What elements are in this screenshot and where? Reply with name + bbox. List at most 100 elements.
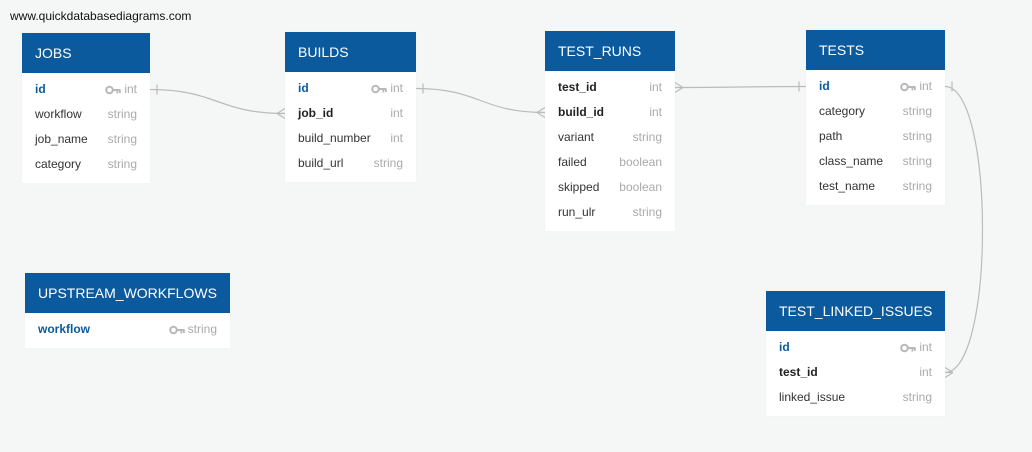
field-meta: string <box>108 102 137 127</box>
field-type: boolean <box>619 180 662 194</box>
field-type: string <box>902 179 932 193</box>
field-type: int <box>390 81 403 95</box>
field-name: workflow <box>38 322 91 336</box>
site-url[interactable]: www.quickdatabasediagrams.com <box>10 9 192 23</box>
field-meta: string <box>903 124 932 149</box>
field-row-test-name[interactable]: test_name string <box>806 174 945 199</box>
field-name: linked_issue <box>779 390 846 404</box>
field-name: workflow <box>35 107 82 121</box>
relationship-link-tests-test-linked-issues-many-marker <box>944 366 954 379</box>
field-row-skipped[interactable]: skipped boolean <box>545 175 675 200</box>
primary-key-icon <box>105 85 122 95</box>
primary-key-icon <box>371 84 388 94</box>
field-meta: int <box>919 360 932 385</box>
field-name: test_name <box>819 179 876 193</box>
field-meta: string <box>374 151 403 176</box>
relationship-link-jobs-builds <box>149 88 286 115</box>
field-meta: string <box>633 125 662 150</box>
relationship-link-builds-test-runs <box>415 87 546 114</box>
field-meta: int <box>649 100 662 125</box>
entity-title[interactable]: TEST_LINKED_ISSUES <box>766 291 945 331</box>
field-name: path <box>819 129 843 143</box>
field-type: string <box>107 157 137 171</box>
field-type: string <box>107 107 137 121</box>
field-row-workflow[interactable]: workflow string <box>22 102 150 127</box>
field-meta: int <box>105 77 137 102</box>
field-meta: string <box>903 99 932 124</box>
primary-key-icon <box>168 325 185 335</box>
field-meta: int <box>390 101 403 126</box>
entity-title[interactable]: TEST_RUNS <box>545 31 675 71</box>
field-name: failed <box>558 155 587 169</box>
field-type: int <box>649 80 662 94</box>
entity-title[interactable]: JOBS <box>22 33 150 73</box>
field-meta: int <box>900 74 932 99</box>
relationship-link-builds-test-runs-many-marker <box>536 106 546 119</box>
field-type: int <box>390 131 403 145</box>
field-row-linked-issue[interactable]: linked_issue string <box>766 385 945 410</box>
field-type: int <box>919 365 932 379</box>
field-type: string <box>107 132 137 146</box>
field-meta: int <box>390 126 403 151</box>
field-row-category[interactable]: category string <box>22 152 150 177</box>
field-type: string <box>902 129 932 143</box>
entity-title[interactable]: BUILDS <box>285 32 416 72</box>
field-row-job-id[interactable]: job_id int <box>285 101 416 126</box>
field-row-id[interactable]: id int <box>285 76 416 101</box>
field-type: int <box>649 105 662 119</box>
field-name: class_name <box>819 154 884 168</box>
field-name: job_id <box>298 106 334 120</box>
field-type: int <box>124 82 137 96</box>
relationship-link-jobs-builds-many-marker <box>276 107 286 120</box>
field-meta: string <box>903 385 932 410</box>
field-type: string <box>902 104 932 118</box>
field-name: id <box>779 340 790 354</box>
field-row-id[interactable]: id int <box>766 335 945 360</box>
field-meta: boolean <box>619 175 662 200</box>
primary-key-icon <box>900 343 917 353</box>
field-meta: string <box>903 149 932 174</box>
field-type: string <box>902 390 932 404</box>
entity-title[interactable]: TESTS <box>806 30 945 70</box>
field-type: string <box>632 130 662 144</box>
field-type: int <box>919 340 932 354</box>
entity-title[interactable]: UPSTREAM_WORKFLOWS <box>25 273 230 313</box>
field-name: id <box>298 81 309 95</box>
field-meta: string <box>633 200 662 225</box>
field-meta: int <box>900 335 932 360</box>
field-row-path[interactable]: path string <box>806 124 945 149</box>
field-row-class-name[interactable]: class_name string <box>806 149 945 174</box>
relationship-link-tests-test-linked-issues <box>944 85 984 374</box>
field-meta: int <box>649 75 662 100</box>
field-name: skipped <box>558 180 600 194</box>
field-type: int <box>919 79 932 93</box>
field-name: category <box>35 157 82 171</box>
field-type: string <box>632 205 662 219</box>
field-meta: int <box>371 76 403 101</box>
field-type: string <box>902 154 932 168</box>
